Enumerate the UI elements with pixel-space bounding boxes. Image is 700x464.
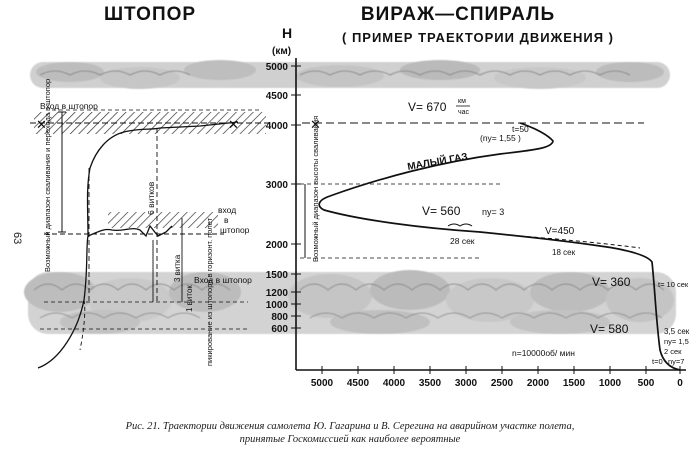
- subtitle: ( ПРИМЕР ТРАЕКТОРИИ ДВИЖЕНИЯ ): [342, 30, 614, 45]
- h-tick: 600: [271, 324, 288, 335]
- kmh-unit-bottom: час: [458, 109, 470, 116]
- time-18s: 18 сек: [552, 248, 576, 257]
- h-tick: 2000: [266, 240, 289, 251]
- engine-rpm: n=10000об/ мин: [512, 348, 575, 358]
- dive-out-label: пикирование из штопора в горизонт. полет: [205, 217, 214, 366]
- x-tick: 1500: [563, 378, 586, 389]
- page-number: 63: [11, 232, 23, 244]
- h-tick: 1200: [266, 288, 289, 299]
- h-axis-label: H: [282, 25, 292, 41]
- x-tick: 4500: [347, 378, 370, 389]
- x-tick: 2000: [527, 378, 550, 389]
- idle-thrust-label: МАЛЫЙ ГАЗ: [406, 150, 468, 173]
- turns-3-label: 3 витка: [173, 254, 182, 282]
- spin-title: ШТОПОР: [104, 4, 196, 25]
- possible-entry-range-label: Возможный диапазон сваливания и перехода…: [43, 79, 52, 272]
- time-35s: 3,5 сек: [664, 327, 690, 336]
- load-factor-7: nу=7: [668, 357, 684, 366]
- start-cross: ✕: [310, 117, 321, 132]
- x-tick: 4000: [383, 378, 406, 389]
- time-2s: 2 сек: [664, 347, 682, 356]
- spin-entry-label-top: Вход в штопор: [40, 101, 98, 111]
- spiral-trajectory: [318, 122, 681, 371]
- time-28s: 28 сек: [450, 236, 475, 246]
- time-0: t=0: [652, 357, 663, 366]
- entry-cross: ✕: [228, 117, 239, 132]
- turns-6-label: 6 витков: [146, 181, 156, 215]
- h-tick: 5000: [266, 62, 289, 73]
- spin-panel: ✕ ✕ Вход в штопор вход в штопор Вход в ш…: [30, 79, 270, 369]
- h-tick: 4000: [266, 121, 289, 132]
- h-axis-unit: (км): [272, 46, 291, 57]
- h-tick: 1500: [266, 270, 289, 281]
- spin-entry-label-mid: штопор: [220, 225, 250, 235]
- figure-caption: Рис. 21. Траектории движения самолета Ю.…: [0, 420, 700, 446]
- spin-entry-band-mid: [108, 212, 218, 228]
- speed-450: V=450: [545, 226, 575, 237]
- caption-line-2: принятые Госкомиссией как наиболее вероя…: [239, 434, 461, 445]
- stall-altitude-range-label: Возможный диапазон высоты сваливания: [311, 116, 320, 262]
- spiral-title: ВИРАЖ—СПИРАЛЬ: [361, 4, 555, 25]
- x-tick: 500: [638, 378, 655, 389]
- x-tick: 3000: [455, 378, 478, 389]
- caption-line-1: Рис. 21. Траектории движения самолета Ю.…: [125, 421, 575, 432]
- x-tick: 1000: [599, 378, 622, 389]
- kmh-unit-top: км: [458, 98, 466, 105]
- time-10s: t= 10 сек: [658, 280, 689, 289]
- time-50: t=50: [512, 124, 529, 134]
- cloud-band-upper: [30, 60, 670, 89]
- speed-360: V= 360: [592, 275, 631, 289]
- spin-trajectory: [37, 121, 239, 369]
- turns-1-label: 1 виток: [185, 285, 194, 312]
- x-tick: 2500: [491, 378, 514, 389]
- spin-entry-label-low: Вход в штопор: [194, 275, 252, 285]
- entry-cross: ✕: [36, 117, 47, 132]
- x-tick: 3500: [419, 378, 442, 389]
- load-factor-155: (nу= 1,55 ): [480, 133, 521, 143]
- x-tick: 0: [677, 378, 683, 389]
- spin-entry-label-mid: вход: [218, 205, 236, 215]
- h-ticks: 5000 4500 4000 3000 2000 1500 1200 1000 …: [266, 62, 301, 335]
- h-tick: 1000: [266, 300, 289, 311]
- h-tick: 4500: [266, 91, 289, 102]
- h-tick: 3000: [266, 180, 289, 191]
- load-factor-15: nу= 1,5: [664, 337, 689, 346]
- speed-670: V= 670: [408, 100, 447, 114]
- speed-580: V= 580: [590, 322, 629, 336]
- x-tick: 5000: [311, 378, 334, 389]
- x-ticks: 5000 4500 4000 3500 3000 2500 2000 1500 …: [311, 366, 683, 389]
- speed-560: V= 560: [422, 204, 461, 218]
- h-tick: 800: [271, 312, 288, 323]
- load-factor-3: nу= 3: [482, 207, 504, 217]
- spin-entry-label-mid: в: [224, 215, 229, 225]
